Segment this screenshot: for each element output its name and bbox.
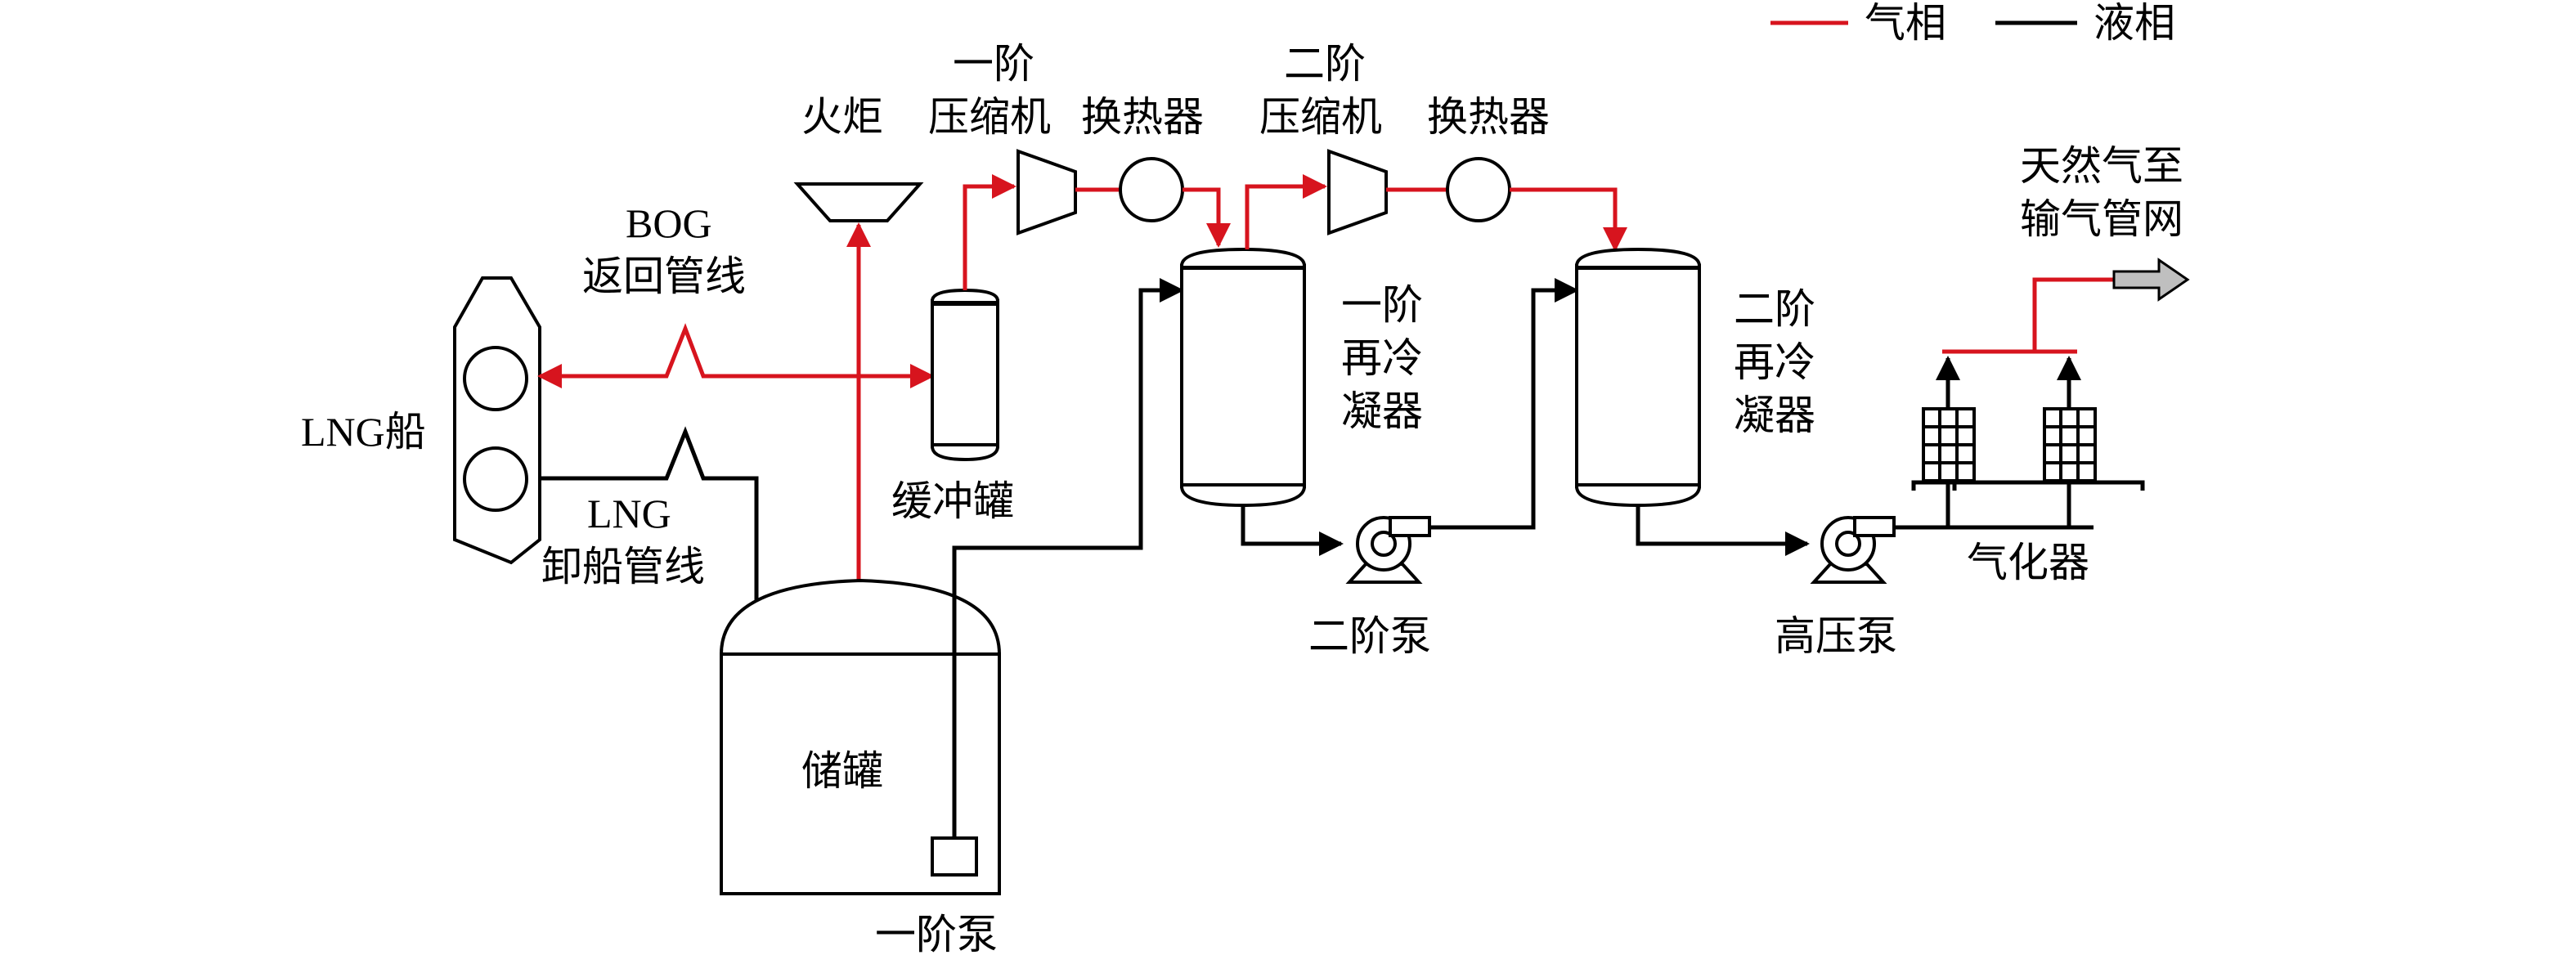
ship-tank-upper: [463, 346, 528, 411]
recondenser1-to-compressor2-line: [1245, 174, 1327, 249]
buffer-to-compressor1-line: [963, 174, 1016, 290]
vaporizer-bracket: [1911, 480, 2145, 491]
lng-ship: [453, 276, 541, 565]
recondenser1-label-3: 凝器: [1341, 388, 1423, 435]
first-stage-pump: [931, 836, 978, 877]
pipeline-label-2: 输气管网: [2020, 195, 2183, 243]
bog-label-1: BOG: [626, 200, 712, 246]
vaporizer-label: 气化器: [1967, 539, 2089, 586]
hp-pump-label: 高压泵: [1775, 612, 1897, 660]
lng-unload-label-1: LNG: [587, 491, 671, 536]
legend: 气相 液相: [1770, 0, 2175, 47]
recondenser2-label-3: 凝器: [1734, 392, 1815, 439]
buffer-tank-label: 缓冲罐: [891, 478, 1014, 525]
vaporizer-1: [1922, 407, 1976, 482]
recondenser1-label-2: 再冷: [1341, 334, 1423, 382]
pipeline-arrow: [2112, 258, 2190, 302]
hx1-to-recondenser1-line: [1183, 187, 1231, 248]
lng-unload-label-2: 卸船管线: [541, 543, 705, 590]
second-stage-compressor: [1327, 149, 1388, 235]
recondenser2-to-hp-pump-line: [1636, 505, 1810, 556]
lng-ship-label: LNG船: [301, 409, 426, 455]
flare-label: 火炬: [801, 93, 883, 141]
recondenser1-to-pump2-line: [1241, 505, 1344, 556]
recondenser1-label-1: 一阶: [1341, 281, 1423, 329]
compressor2-label-2: 压缩机: [1259, 93, 1382, 141]
recondenser2-label-2: 再冷: [1734, 339, 1815, 386]
compressor1-label-1: 一阶: [953, 40, 1034, 87]
legend-gas-label: 气相: [1865, 0, 1946, 47]
hx2-label: 换热器: [1427, 93, 1550, 141]
bog-return-line: [537, 323, 935, 388]
first-stage-recondenser: [1180, 247, 1306, 508]
pump1-discharge-line: [952, 278, 1184, 838]
vaporizer-outlet-line: [1942, 277, 2114, 354]
pump2-to-recondenser2-line: [1429, 278, 1579, 530]
second-stage-pump: [1345, 516, 1431, 584]
lng-unloading-line: [540, 426, 769, 689]
recondenser2-label-1: 二阶: [1734, 285, 1815, 333]
compressor2-label-1: 二阶: [1284, 40, 1366, 87]
legend-liquid-label: 液相: [2094, 0, 2175, 47]
heat-exchanger-1: [1119, 157, 1184, 222]
bog-label-2: 返回管线: [582, 253, 746, 300]
compressor1-label-2: 压缩机: [928, 93, 1051, 141]
pipeline-label-1: 天然气至: [2020, 142, 2183, 190]
hx2-to-recondenser2-line: [1510, 187, 1627, 252]
pump2-label: 二阶泵: [1308, 612, 1431, 660]
first-stage-compressor: [1016, 149, 1077, 235]
pump1-label: 一阶泵: [875, 911, 998, 958]
hx1-label: 换热器: [1081, 93, 1204, 141]
high-pressure-pump: [1810, 516, 1896, 584]
flare: [793, 182, 924, 222]
vaporizer-2: [2043, 407, 2097, 482]
ship-tank-lower: [463, 446, 528, 512]
storage-tank-label: 储罐: [801, 747, 883, 795]
heat-exchanger-2: [1446, 157, 1511, 222]
second-stage-recondenser: [1575, 247, 1701, 508]
buffer-tank: [931, 288, 999, 462]
